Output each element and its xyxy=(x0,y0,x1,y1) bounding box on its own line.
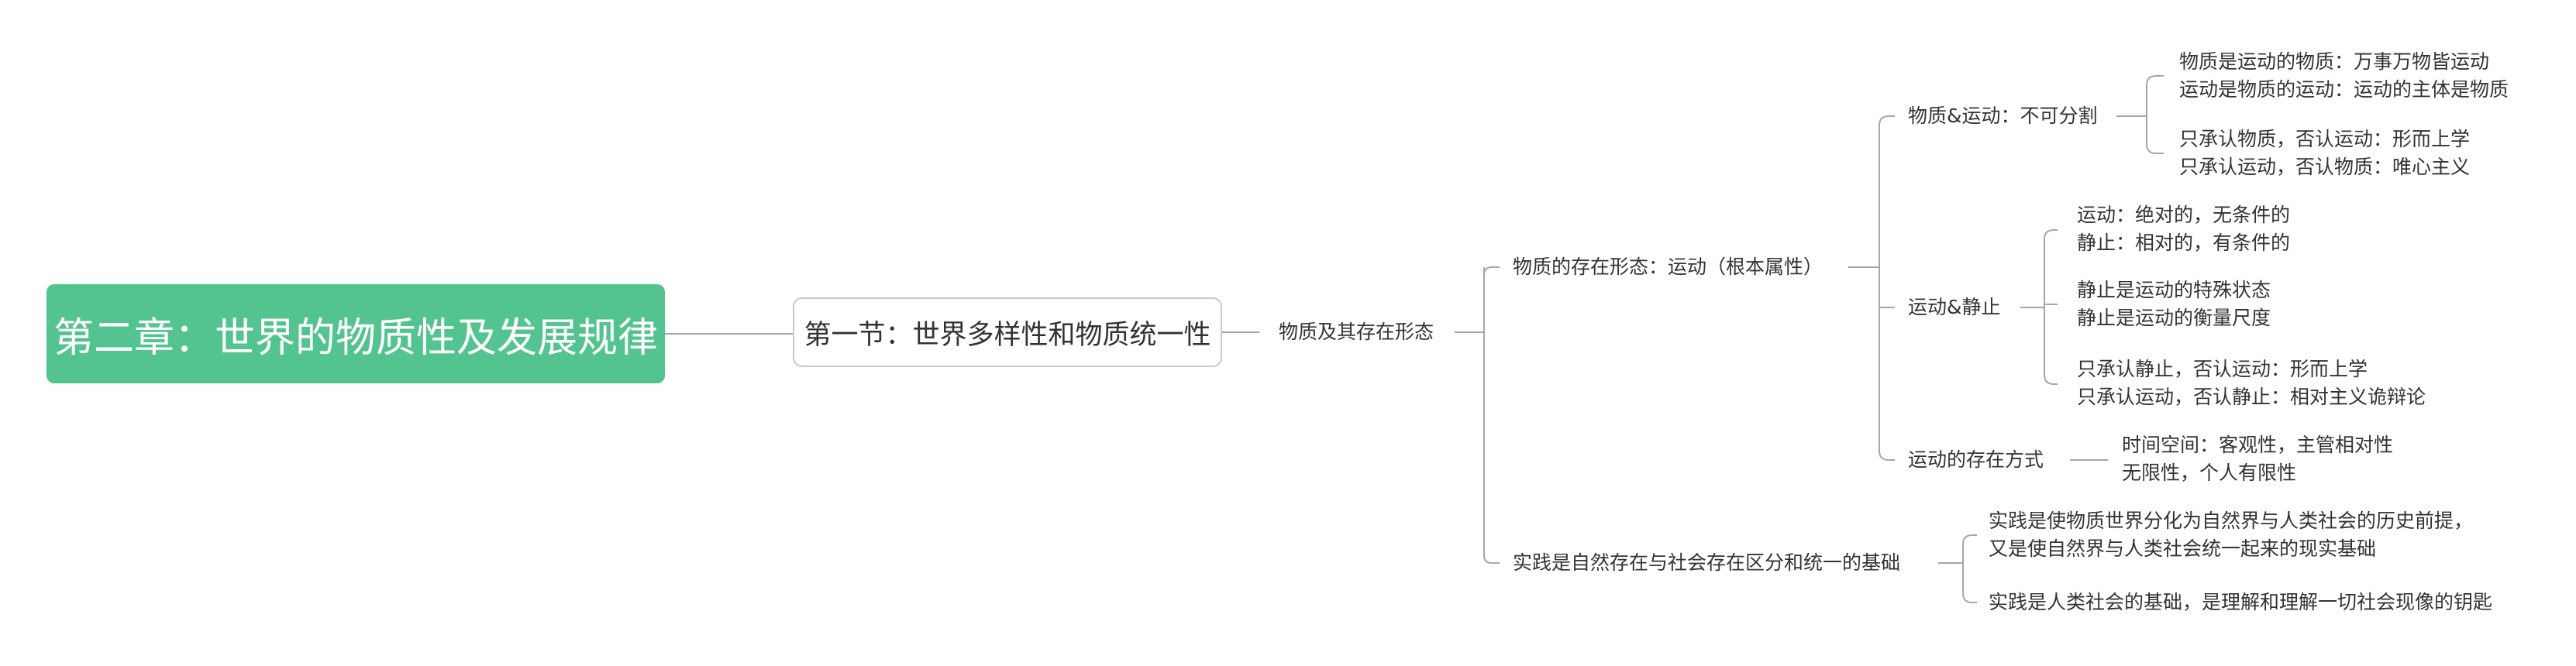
leaf-text: 运动：绝对的，无条件的 xyxy=(2077,204,2291,226)
leaf-text: 只承认运动，否认静止：相对主义诡辩论 xyxy=(2077,386,2426,408)
leaf-text: 物质是运动的物质：万事万物皆运动 xyxy=(2179,50,2490,73)
branch-existence-form[interactable]: 物质的存在形态：运动（根本属性） xyxy=(1513,253,1823,281)
branch-label: 物质的存在形态：运动（根本属性） xyxy=(1513,256,1824,278)
root-label: 第二章：世界的物质性及发展规律 xyxy=(53,314,658,362)
leaf-group[interactable]: 只承认物质，否认运动：形而上学 只承认运动，否认物质：唯心主义 xyxy=(2179,125,2470,181)
section-label: 第一节：世界多样性和物质统一性 xyxy=(804,319,1211,351)
leaf-text: 时间空间：客观性，主管相对性 xyxy=(2122,434,2394,456)
child-matter-motion[interactable]: 物质&运动：不可分割 xyxy=(1908,102,2098,130)
leaf-group[interactable]: 实践是人类社会的基础，是理解和理解一切社会现像的钥匙 xyxy=(1989,589,2492,616)
child-motion-mode[interactable]: 运动的存在方式 xyxy=(1908,446,2044,474)
connector-topic-bracket-upper xyxy=(1483,266,1500,276)
leaf-group[interactable]: 运动：绝对的，无条件的 静止：相对的，有条件的 xyxy=(2077,201,2290,257)
leaf-text: 静止是运动的特殊状态 xyxy=(2077,279,2271,301)
child-motion-rest[interactable]: 运动&静止 xyxy=(1908,294,2001,321)
leaf-text: 又是使自然界与人类社会统一起来的现实基础 xyxy=(1989,537,2377,560)
leaf-text: 只承认运动，否认物质：唯心主义 xyxy=(2179,156,2471,178)
child-label: 运动&静止 xyxy=(1908,296,2001,318)
leaf-text: 只承认静止，否认运动：形而上学 xyxy=(2077,358,2368,380)
leaf-group[interactable]: 实践是使物质世界分化为自然界与人类社会的历史前提， 又是使自然界与人类社会统一起… xyxy=(1989,507,2473,563)
leaf-text: 静止是运动的衡量尺度 xyxy=(2077,307,2271,329)
section-node[interactable]: 第一节：世界多样性和物质统一性 xyxy=(793,297,1222,367)
leaf-text: 无限性，个人有限性 xyxy=(2122,462,2297,484)
child-label: 运动的存在方式 xyxy=(1908,448,2044,471)
topic-label: 物质及其存在形态 xyxy=(1279,321,1434,343)
leaf-group[interactable]: 时间空间：客观性，主管相对性 无限性，个人有限性 xyxy=(2122,431,2393,487)
connector-b1-bracket xyxy=(1879,115,1895,461)
connector-c1-bracket xyxy=(2146,75,2164,154)
leaf-text: 实践是人类社会的基础，是理解和理解一切社会现像的钥匙 xyxy=(1989,591,2493,613)
topic-node[interactable]: 物质及其存在形态 xyxy=(1279,318,1434,346)
leaf-text: 运动是物质的运动：运动的主体是物质 xyxy=(2179,78,2509,101)
leaf-text: 只承认物质，否认运动：形而上学 xyxy=(2179,128,2471,150)
branch-label: 实践是自然存在与社会存在区分和统一的基础 xyxy=(1513,551,1901,574)
leaf-group[interactable]: 只承认静止，否认运动：形而上学 只承认运动，否认静止：相对主义诡辩论 xyxy=(2077,355,2426,411)
leaf-group[interactable]: 静止是运动的特殊状态 静止是运动的衡量尺度 xyxy=(2077,276,2271,332)
leaf-text: 静止：相对的，有条件的 xyxy=(2077,232,2291,254)
branch-practice[interactable]: 实践是自然存在与社会存在区分和统一的基础 xyxy=(1513,549,1900,577)
leaf-group[interactable]: 物质是运动的物质：万事万物皆运动 运动是物质的运动：运动的主体是物质 xyxy=(2179,48,2509,104)
child-label: 物质&运动：不可分割 xyxy=(1908,105,2098,127)
leaf-text: 实践是使物质世界分化为自然界与人类社会的历史前提， xyxy=(1989,510,2474,532)
root-node[interactable]: 第二章：世界的物质性及发展规律 xyxy=(46,284,665,383)
connector-b2-bracket xyxy=(1962,534,1977,603)
connector-topic-bracket-lower xyxy=(1483,267,1500,564)
connector-c2-bracket xyxy=(2044,229,2058,385)
